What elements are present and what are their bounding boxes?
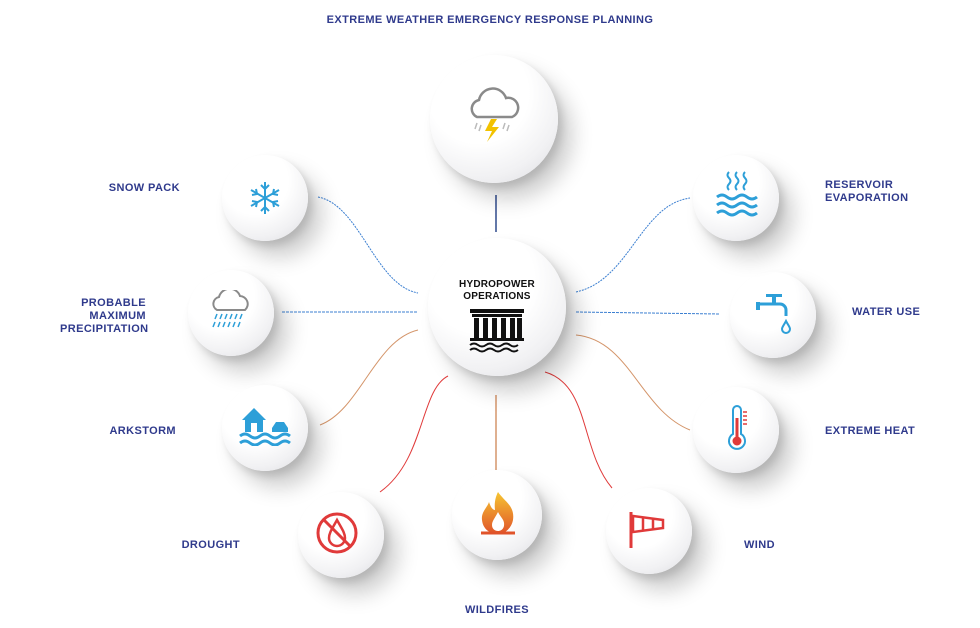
flood-icon [239, 408, 291, 446]
evaporation-icon [716, 171, 758, 217]
fire-icon [481, 492, 515, 535]
node-arkstorm [222, 385, 308, 471]
rain-cloud-icon [212, 290, 249, 328]
connector-reservoir-evaporation [575, 197, 691, 293]
faucet-icon [756, 294, 792, 334]
label-water-use: WATER USE [852, 306, 921, 318]
label-arkstorm: ARKSTORM [109, 425, 176, 437]
snowflake-icon [250, 182, 280, 214]
no-water-icon [316, 512, 358, 554]
connector-wind [544, 371, 613, 489]
connector-water-use [575, 311, 721, 315]
windsock-icon [629, 512, 665, 548]
diagram-title: EXTREME WEATHER EMERGENCY RESPONSE PLANN… [326, 14, 654, 26]
center-node [428, 238, 566, 376]
thermometer-icon [728, 405, 747, 450]
label-wildfires: WILDFIRES [464, 604, 530, 616]
connector-extreme-heat [575, 334, 691, 431]
node-probable-maximum-precipitation [188, 270, 274, 356]
label-snow-pack: SNOW PACK [108, 182, 180, 194]
storm-cloud-icon [470, 87, 520, 142]
node-water-use [730, 272, 816, 358]
connector-drought [379, 375, 449, 493]
connector-snow-pack [317, 196, 419, 294]
label-probable-maximum-precipitation: PROBABLE MAXIMUM PRECIPITATION [60, 297, 149, 335]
dam-icon [469, 309, 524, 353]
connector-arkstorm [319, 329, 419, 426]
label-extreme-heat: EXTREME HEAT [825, 425, 916, 437]
label-wind: WIND [744, 539, 775, 551]
center-title: HYDROPOWER OPERATIONS [459, 279, 535, 302]
label-reservoir-evaporation: RESERVOIR EVAPORATION [825, 179, 909, 204]
label-drought: DROUGHT [181, 539, 240, 551]
